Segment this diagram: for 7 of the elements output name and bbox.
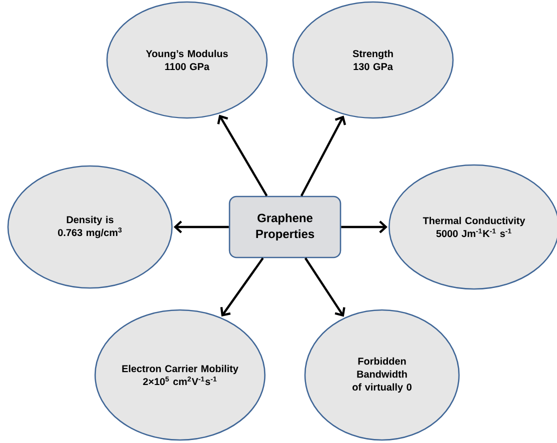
arrow (217, 114, 268, 196)
arrow (304, 258, 346, 317)
center-box: Graphene Properties (228, 196, 342, 258)
arrow (300, 116, 346, 196)
arrow (341, 220, 388, 234)
arrow (220, 258, 264, 317)
arrow (174, 220, 229, 234)
